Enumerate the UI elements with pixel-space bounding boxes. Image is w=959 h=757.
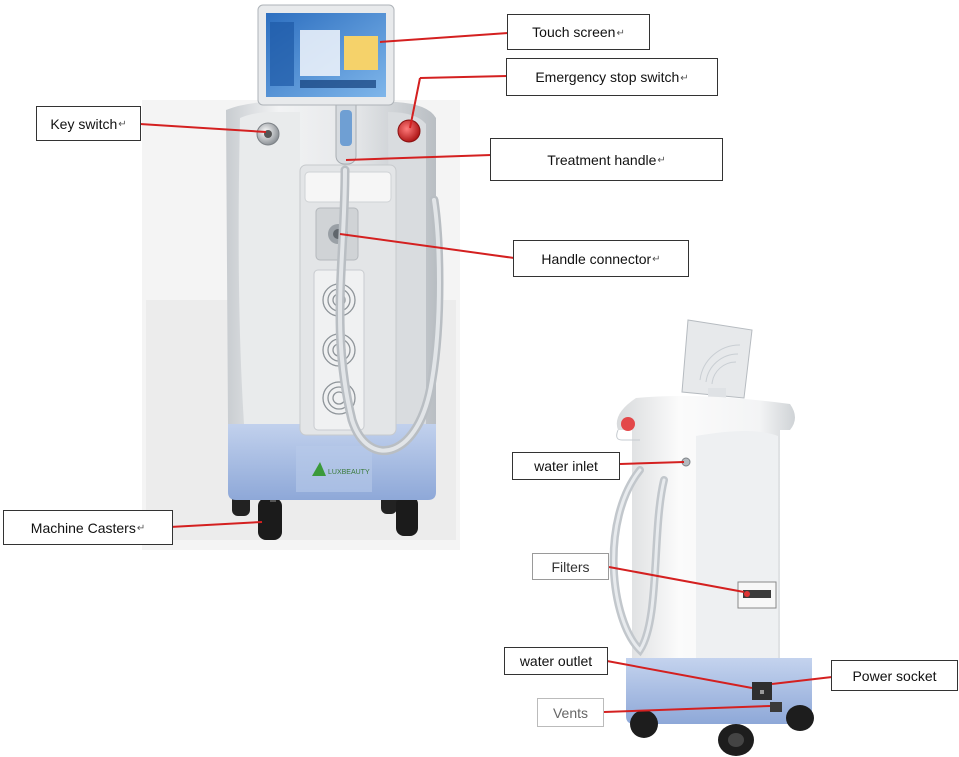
label-vents: Vents	[537, 698, 604, 727]
leader-line-treatment-handle	[345, 154, 492, 161]
leader-line-water-outlet	[606, 660, 753, 689]
side-view-machine-illustration	[609, 319, 814, 756]
label-water-inlet: water inlet	[512, 452, 620, 480]
return-mark: ↵	[657, 155, 666, 166]
label-filters-text: Filters	[551, 558, 590, 575]
label-treatment-handle-text: Treatment handle	[547, 151, 657, 168]
front-view-machine-illustration: LUXBEAUTY	[142, 4, 460, 550]
return-mark: ↵	[680, 72, 689, 84]
label-water-inlet-text: water inlet	[534, 458, 598, 474]
leader-line-key-switch	[139, 123, 267, 133]
svg-text:LUXBEAUTY: LUXBEAUTY	[328, 469, 370, 476]
label-emergency-stop-switch-text: Emergency stop switch	[535, 69, 680, 85]
leader-line-handle-connector	[339, 233, 515, 259]
leader-line-touch-screen	[379, 32, 509, 43]
label-filters: Filters	[532, 553, 609, 580]
leader-line-power-socket	[771, 676, 833, 685]
label-water-outlet-text: water outlet	[519, 653, 593, 669]
return-mark: ↵	[652, 254, 661, 265]
leader-line-emergency-stop	[419, 75, 508, 79]
leader-line-water-inlet	[619, 461, 685, 465]
leader-line-machine-casters	[169, 521, 263, 528]
leader-line-emergency-stop-drop	[409, 77, 421, 129]
label-power-socket-text: Power socket	[852, 667, 937, 684]
label-machine-casters-text: Machine Casters	[30, 519, 136, 536]
label-key-switch: Key switch↵	[36, 106, 141, 141]
label-touch-screen: Touch screen↵	[507, 14, 650, 50]
label-vents-text: Vents	[552, 704, 589, 721]
label-handle-connector: Handle connector↵	[513, 240, 689, 277]
label-key-switch-text: Key switch	[50, 115, 118, 132]
leader-lines	[139, 32, 833, 713]
label-power-socket: Power socket	[831, 660, 958, 691]
label-touch-screen-text: Touch screen	[532, 24, 616, 40]
brand-logo: LUXBEAUTY	[312, 462, 370, 476]
leader-line-filters	[608, 566, 745, 593]
label-water-outlet: water outlet	[504, 647, 608, 675]
return-mark: ↵	[118, 119, 127, 130]
label-machine-casters: Machine Casters↵	[3, 510, 173, 545]
return-mark: ↵	[616, 27, 625, 39]
return-mark: ↵	[136, 523, 146, 534]
leader-line-vents	[603, 705, 771, 713]
label-treatment-handle: Treatment handle↵	[490, 138, 723, 181]
label-handle-connector-text: Handle connector	[541, 250, 652, 267]
label-emergency-stop-switch: Emergency stop switch↵	[506, 58, 718, 96]
